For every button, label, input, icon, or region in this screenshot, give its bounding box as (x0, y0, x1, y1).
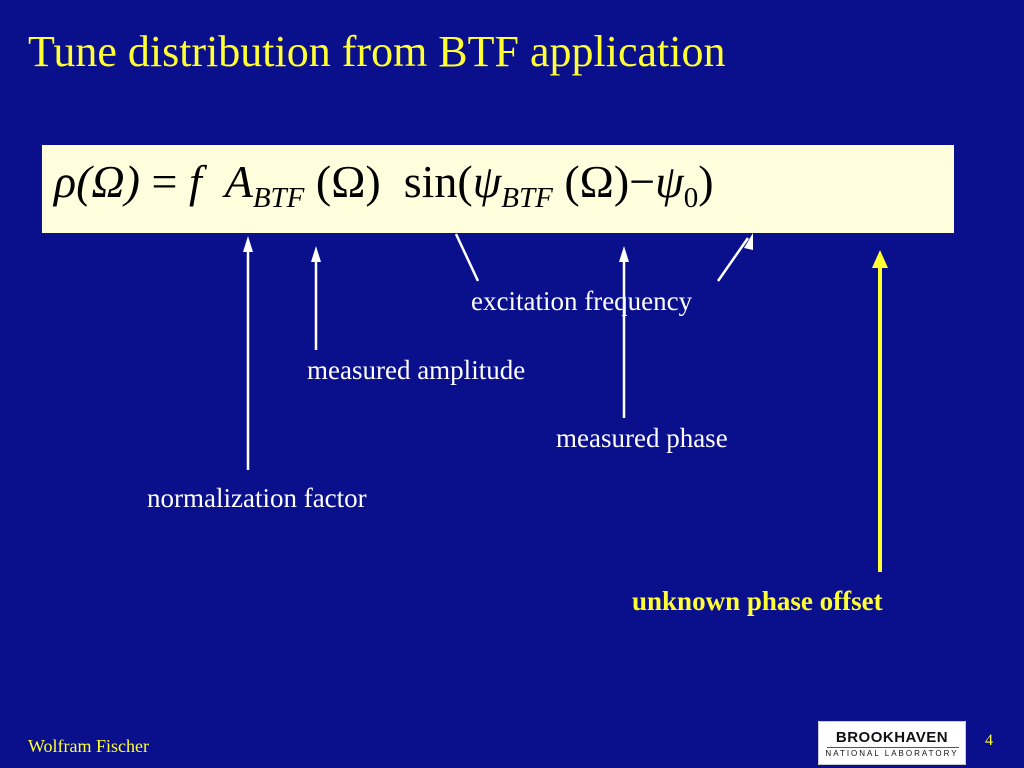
eq-rho: ρ(Ω) (54, 156, 140, 207)
logo-sub-text: NATIONAL LABORATORY (825, 749, 959, 758)
label-normalization-factor: normalization factor (147, 483, 367, 513)
eq-f: f (188, 156, 202, 207)
eq-a: A (224, 156, 253, 207)
arrowhead-phase-offset (872, 250, 888, 268)
footer-author: Wolfram Fischer (28, 736, 150, 756)
equation-box (42, 145, 954, 233)
eq-btf-sub-2: BTF (501, 182, 553, 214)
label-measured-amplitude: measured amplitude (307, 355, 526, 385)
label-measured-phase: measured phase (556, 423, 728, 453)
slide-title: Tune distribution from BTF application (28, 27, 726, 76)
page-number: 4 (985, 732, 993, 749)
label-unknown-phase-offset: unknown phase offset (632, 586, 883, 616)
equation: ρ(Ω) = f ABTF (Ω) sin(ψBTF (Ω)−ψ0) (54, 152, 714, 214)
eq-minus: − (629, 156, 656, 207)
eq-close: ) (698, 156, 714, 207)
eq-btf-sub-1: BTF (252, 182, 305, 214)
eq-sin: sin( (403, 156, 473, 207)
arrowhead-excitation-right (744, 233, 753, 250)
eq-zero-sub: 0 (683, 182, 699, 214)
logo-divider (827, 747, 959, 748)
eq-psi: ψ (472, 156, 502, 207)
line-excitation-right (716, 237, 750, 282)
eq-arg-1: (Ω) (315, 156, 381, 207)
label-excitation-frequency: excitation frequency (471, 286, 693, 316)
eq-psi-0: ψ (655, 156, 684, 207)
arrowhead-normalization (243, 236, 253, 252)
brookhaven-logo: BROOKHAVEN NATIONAL LABORATORY (818, 721, 966, 765)
eq-arg-2: (Ω) (564, 156, 630, 207)
line-excitation-left (454, 233, 480, 282)
arrowhead-phase (619, 246, 629, 262)
arrowhead-amplitude (311, 246, 321, 262)
logo-main-text: BROOKHAVEN (835, 729, 949, 746)
eq-equals: = (151, 156, 178, 207)
